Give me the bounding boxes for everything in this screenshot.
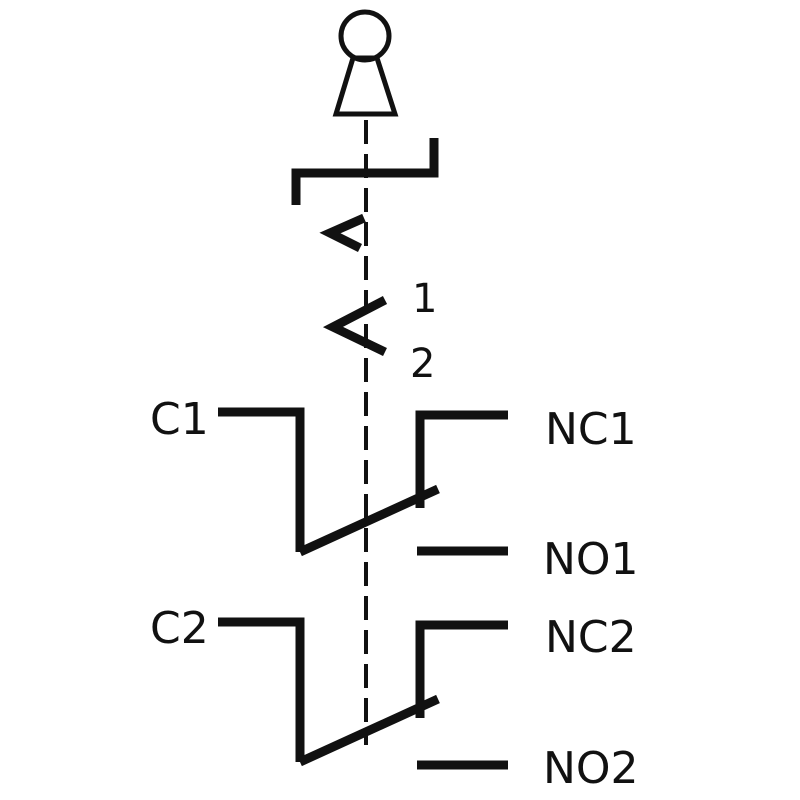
key-shank <box>332 55 399 117</box>
common-lead-1 <box>218 407 305 552</box>
common-lead-2 <box>218 617 305 762</box>
position-label-2: 2 <box>410 341 435 387</box>
moving-contact-1 <box>298 484 440 557</box>
detent-mark-lower <box>322 296 388 357</box>
moving-contact-2 <box>298 694 440 767</box>
nc-lead-1 <box>415 410 508 508</box>
operator-bracket <box>291 138 439 205</box>
key-head-circle <box>338 9 392 63</box>
detent-mark-upper <box>319 213 366 253</box>
label-c2: C2 <box>150 603 209 654</box>
label-nc2: NC2 <box>545 612 637 663</box>
position-label-1: 1 <box>412 276 437 322</box>
contact-set-2: C2 NC2 NO2 <box>150 603 639 794</box>
key-actuator-icon <box>332 9 399 117</box>
label-no2: NO2 <box>543 743 639 794</box>
nc-lead-2 <box>415 620 508 718</box>
contact-set-1: C1 NC1 NO1 <box>150 394 639 585</box>
label-c1: C1 <box>150 394 209 445</box>
label-nc1: NC1 <box>545 404 637 455</box>
label-no1: NO1 <box>543 534 639 585</box>
